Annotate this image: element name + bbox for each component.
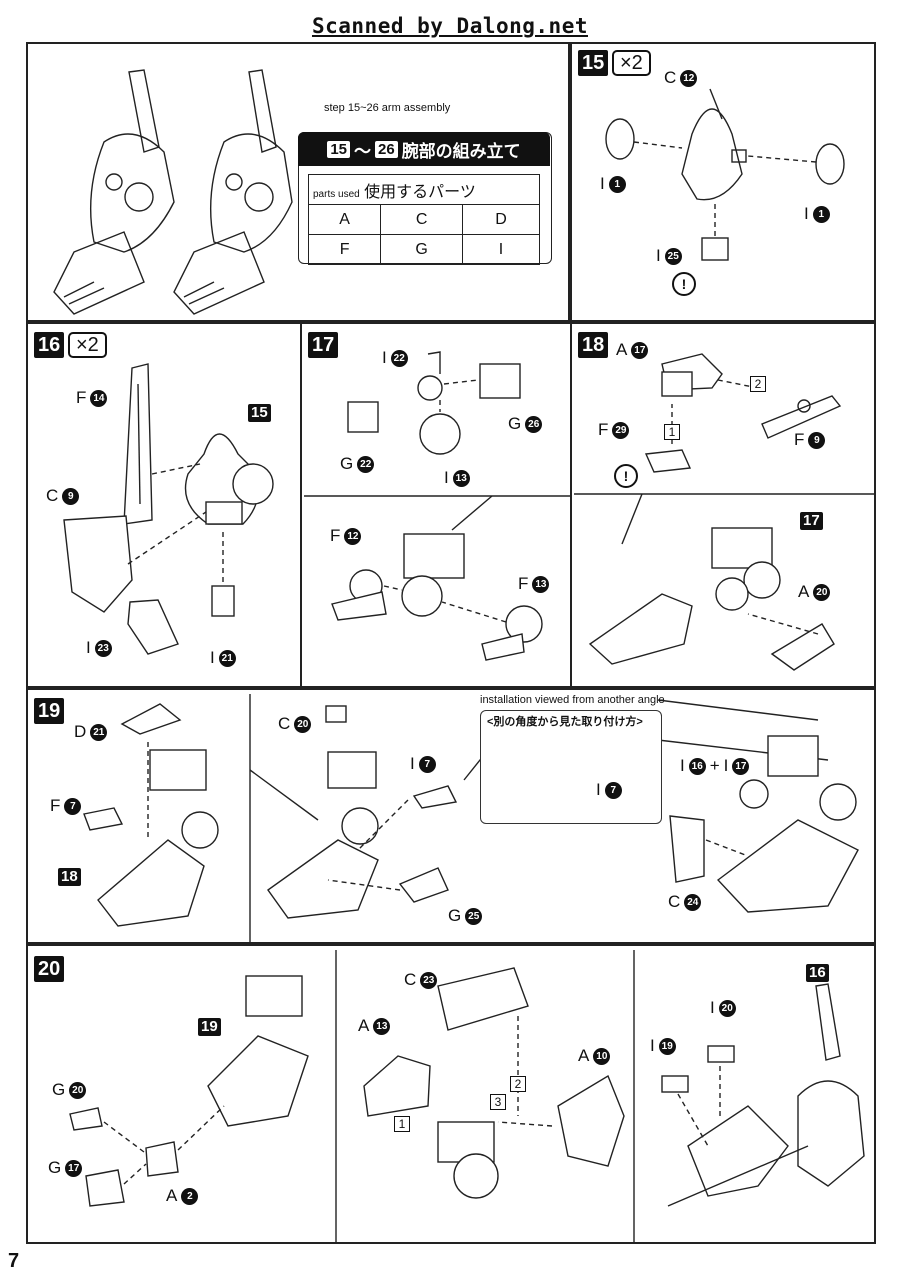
order-marker: 1 — [394, 1116, 410, 1132]
order-marker: 1 — [664, 424, 680, 440]
step-number: 16 — [34, 332, 65, 358]
step-range-note: step 15~26 arm assembly — [324, 102, 451, 114]
parts-cell: I — [461, 234, 541, 265]
step-18-illustration — [574, 353, 874, 671]
step-16-illustration — [63, 363, 274, 655]
parts-cell: F — [307, 234, 382, 265]
angle-note-en: installation viewed from another angle — [480, 694, 665, 706]
reference-step: 17 — [800, 512, 823, 530]
parts-table: parts used 使用するパーツ A C D F G I — [307, 174, 541, 265]
scan-credit: Scanned by Dalong.net — [311, 14, 588, 38]
step-19-panel: 19 installation viewed from another angl… — [26, 688, 876, 944]
reference-step: 19 — [198, 1018, 221, 1036]
step-number: 20 — [34, 956, 65, 982]
step-number: 15 — [578, 50, 609, 76]
parts-cell: C — [380, 204, 463, 235]
warning-icon: ! — [614, 464, 638, 488]
step-number: 17 — [308, 332, 339, 358]
step-20-illustration — [69, 950, 865, 1242]
parts-used-jp: 使用するパーツ — [364, 183, 476, 201]
order-marker: 2 — [510, 1076, 526, 1092]
title-step-from: 15 — [327, 140, 350, 158]
step-17-illustration — [304, 351, 570, 661]
title-text: 腕部の組み立て — [401, 141, 521, 161]
page-number: 7 — [8, 1250, 20, 1272]
multiplier-badge: ×2 — [68, 332, 107, 358]
parts-cell: G — [380, 234, 463, 265]
reference-step: 16 — [806, 964, 829, 982]
reference-step: 15 — [248, 404, 271, 422]
title-step-to: 26 — [375, 140, 398, 158]
angle-note-jp: <別の角度から見た取り付け方> — [487, 716, 643, 728]
step-number: 19 — [34, 698, 65, 724]
multiplier-badge: ×2 — [612, 50, 651, 76]
parts-used-en: parts used — [313, 188, 360, 200]
step-19-illustration — [83, 694, 859, 942]
angle-inset: <別の角度から見た取り付け方> — [480, 710, 662, 824]
overview-panel: step 15~26 arm assembly 15 ～ 26 腕部の組み立て … — [26, 42, 570, 322]
order-marker: 2 — [750, 376, 766, 392]
parts-cell: A — [307, 204, 382, 235]
section-title: 15 ～ 26 腕部の組み立て — [298, 132, 550, 166]
assembled-arm-illustration — [53, 69, 293, 315]
title-tilde: ～ — [354, 141, 371, 161]
parts-cell: D — [461, 204, 541, 235]
step-number: 18 — [578, 332, 609, 358]
warning-icon: ! — [672, 272, 696, 296]
step-15-illustration — [605, 88, 845, 261]
reference-step: 18 — [58, 868, 81, 886]
order-marker: 3 — [490, 1094, 506, 1110]
